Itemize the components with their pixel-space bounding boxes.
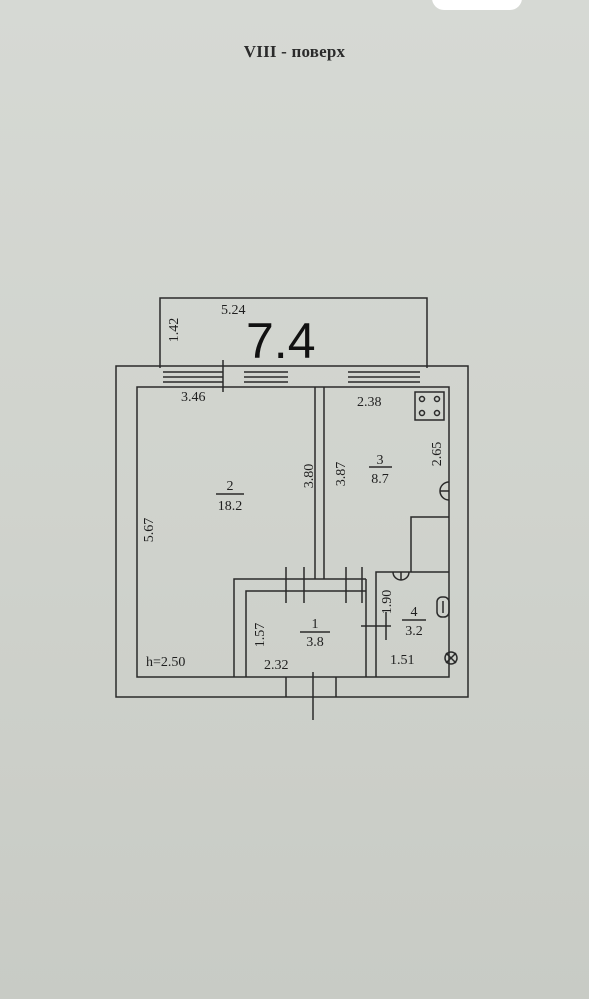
- room2-width-label: 3.46: [181, 390, 206, 405]
- room-number: 1: [312, 617, 319, 632]
- room-area: 3.8: [306, 635, 324, 650]
- toilet-icon: [392, 571, 410, 581]
- bath-width-label: 1.51: [390, 653, 415, 668]
- shower-icon: [444, 651, 458, 665]
- washbasin-icon: [436, 596, 450, 618]
- balcony-depth-label: 1.42: [167, 318, 182, 343]
- entrance: [285, 672, 337, 720]
- outer-wall: [115, 365, 469, 698]
- room-number: 2: [227, 479, 234, 494]
- kitchen-sink-icon: [439, 481, 450, 501]
- overlay-label: 7.4: [246, 313, 316, 369]
- notification-bubble[interactable]: [432, 0, 522, 10]
- partition-length-right-label: 3.87: [334, 462, 349, 487]
- room3-width-label: 2.38: [357, 395, 382, 410]
- bathroom-walls: [361, 571, 449, 677]
- room2-length-label: 5.67: [142, 518, 157, 543]
- room-area: 8.7: [371, 472, 389, 487]
- window: [163, 360, 420, 392]
- hall-width-label: 2.32: [264, 658, 289, 673]
- room-number: 3: [377, 453, 384, 468]
- room-number: 4: [411, 605, 418, 620]
- room3-length-label: 2.65: [430, 442, 445, 467]
- partition-wall: [314, 387, 325, 579]
- balcony: [159, 297, 428, 368]
- room-area: 3.2: [405, 624, 423, 639]
- hall-length-label: 1.57: [253, 623, 268, 648]
- ceiling-height-label: h=2.50: [146, 655, 185, 670]
- room-area: 18.2: [218, 499, 243, 514]
- kitchen-niche: [410, 516, 449, 572]
- bath-length-label: 1.90: [380, 590, 395, 615]
- hall-walls: [233, 567, 366, 677]
- balcony-width-label: 5.24: [221, 303, 246, 318]
- floor-title: VIII - поверх: [243, 42, 346, 61]
- partition-length-left-label: 3.80: [302, 464, 317, 489]
- stove-icon: [414, 391, 445, 421]
